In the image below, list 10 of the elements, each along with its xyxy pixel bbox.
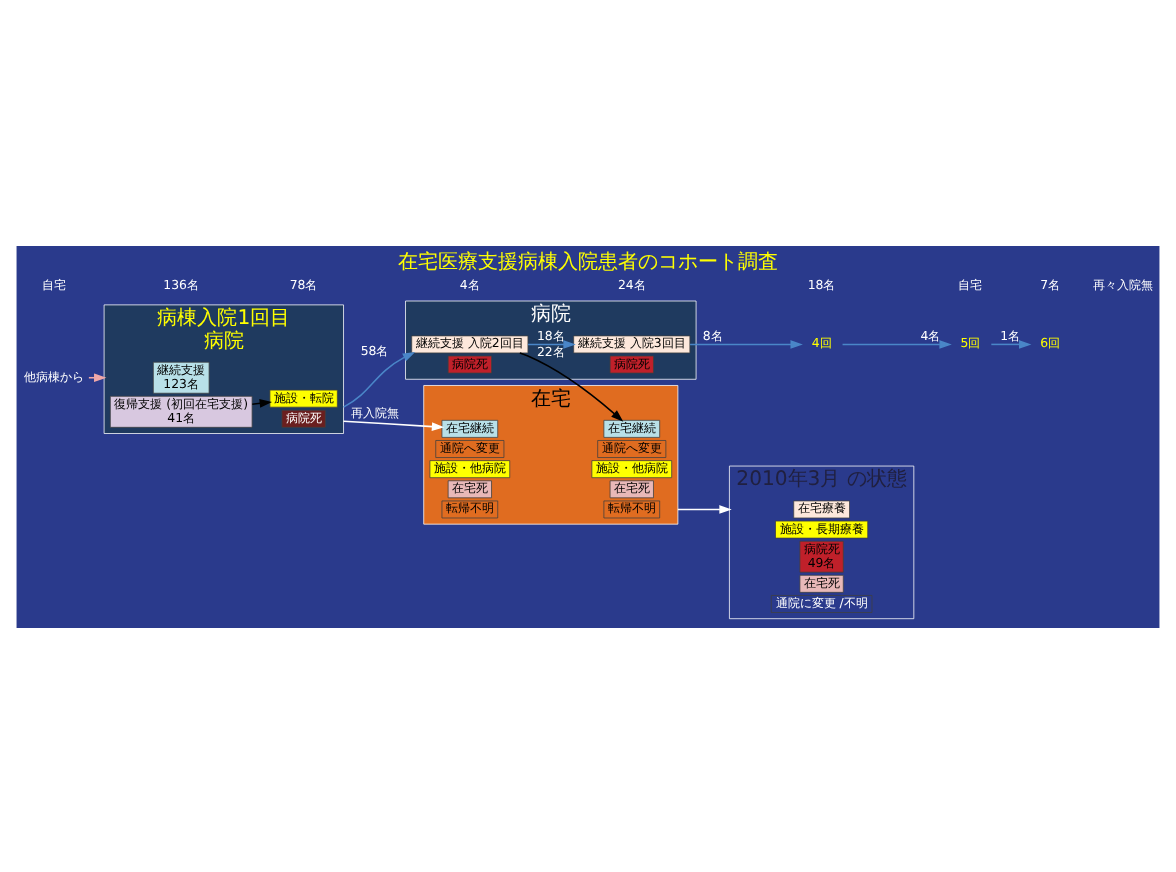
arrow — [527, 339, 576, 348]
arrow — [342, 419, 445, 430]
arrow — [251, 398, 273, 407]
arrow — [677, 504, 732, 513]
arrow — [841, 339, 952, 348]
arrow — [990, 339, 1032, 348]
arrow — [689, 339, 803, 348]
arrow — [519, 351, 624, 421]
diagram-title: 在宅医療支援病棟入院患者のコホート調査 — [398, 251, 778, 274]
arrow — [342, 350, 416, 407]
